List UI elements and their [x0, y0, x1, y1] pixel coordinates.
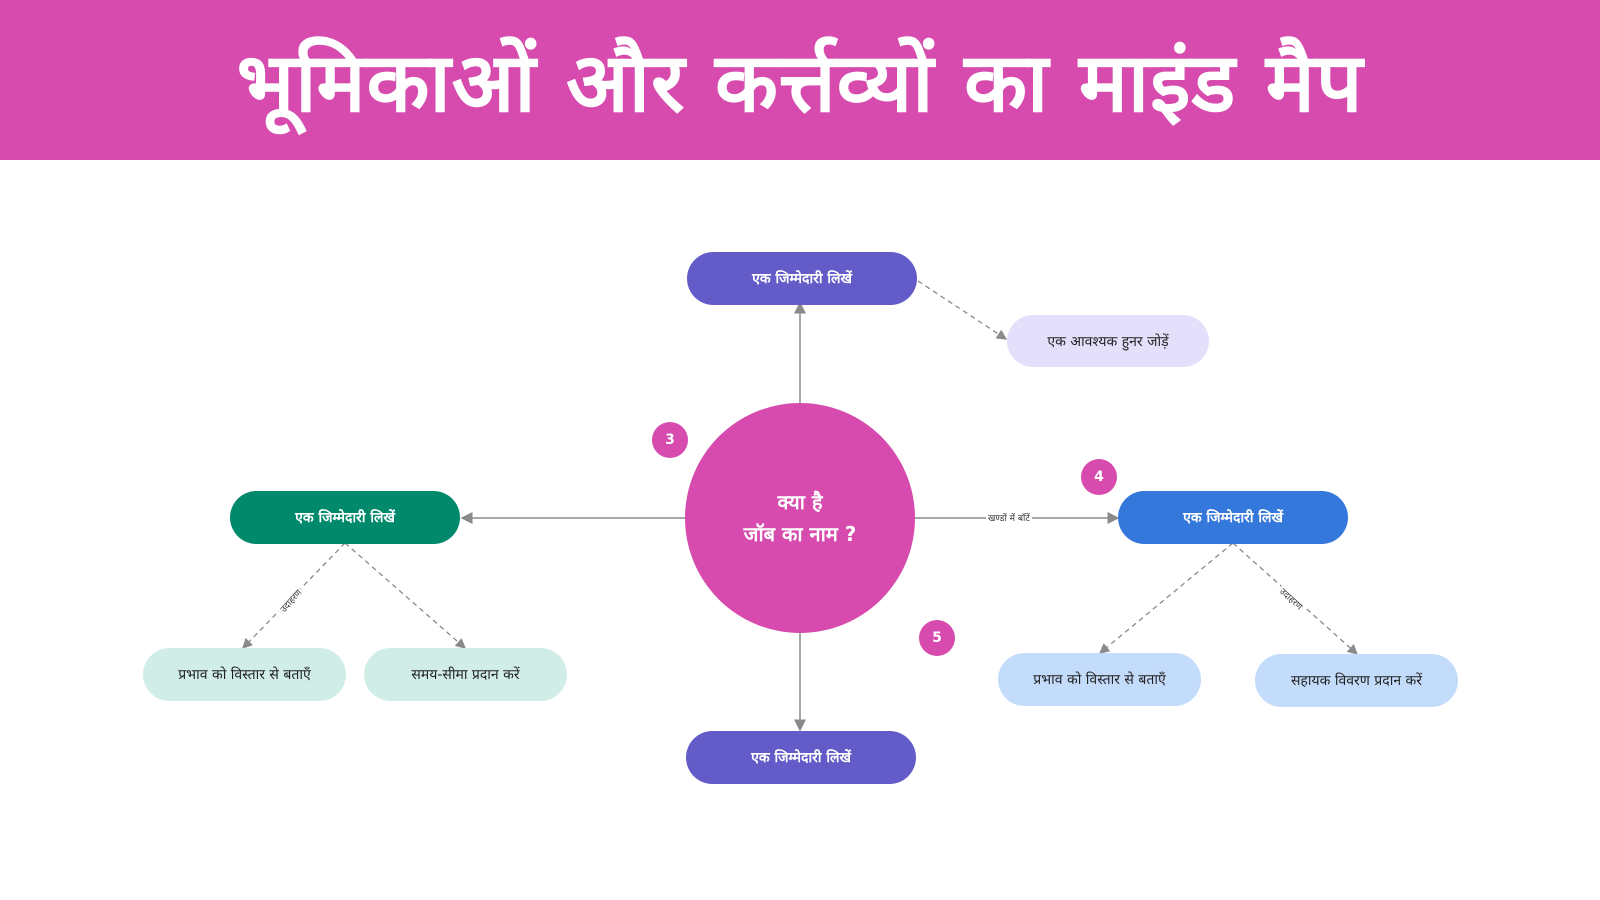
center-line-1: क्या है	[777, 490, 823, 514]
edge-label-center-right: खण्डों में बाँटें	[986, 511, 1032, 524]
node-right-responsibility[interactable]: एक जिम्मेदारी लिखें	[1118, 491, 1348, 544]
edge-right-child1	[1098, 542, 1234, 654]
page-title: भूमिकाओं और कर्त्तव्यों का माइंड मैप	[236, 36, 1364, 131]
node-bottom-responsibility[interactable]: एक जिम्मेदारी लिखें	[686, 731, 916, 784]
title-banner: भूमिकाओं और कर्त्तव्यों का माइंड मैप	[0, 0, 1600, 160]
center-line-2: जॉब का नाम ?	[743, 522, 857, 546]
edge-top-skill	[917, 280, 1008, 340]
node-right-child-impact[interactable]: प्रभाव को विस्तार से बताएँ	[998, 653, 1201, 706]
step-badge-3: 3	[652, 422, 688, 458]
step-badge-4: 4	[1081, 459, 1117, 495]
node-top-responsibility[interactable]: एक जिम्मेदारी लिखें	[687, 252, 917, 305]
node-left-responsibility[interactable]: एक जिम्मेदारी लिखें	[230, 491, 460, 544]
center-job-title-node[interactable]: क्या है जॉब का नाम ?	[685, 403, 915, 633]
node-left-child-timeline[interactable]: समय-सीमा प्रदान करें	[364, 648, 567, 701]
node-right-child-details[interactable]: सहायक विवरण प्रदान करें	[1255, 654, 1458, 707]
step-badge-5: 5	[919, 620, 955, 656]
node-top-skill[interactable]: एक आवश्यक हुनर जोड़ें	[1007, 315, 1209, 367]
node-left-child-impact[interactable]: प्रभाव को विस्तार से बताएँ	[143, 648, 346, 701]
edge-left-child2	[344, 542, 466, 649]
